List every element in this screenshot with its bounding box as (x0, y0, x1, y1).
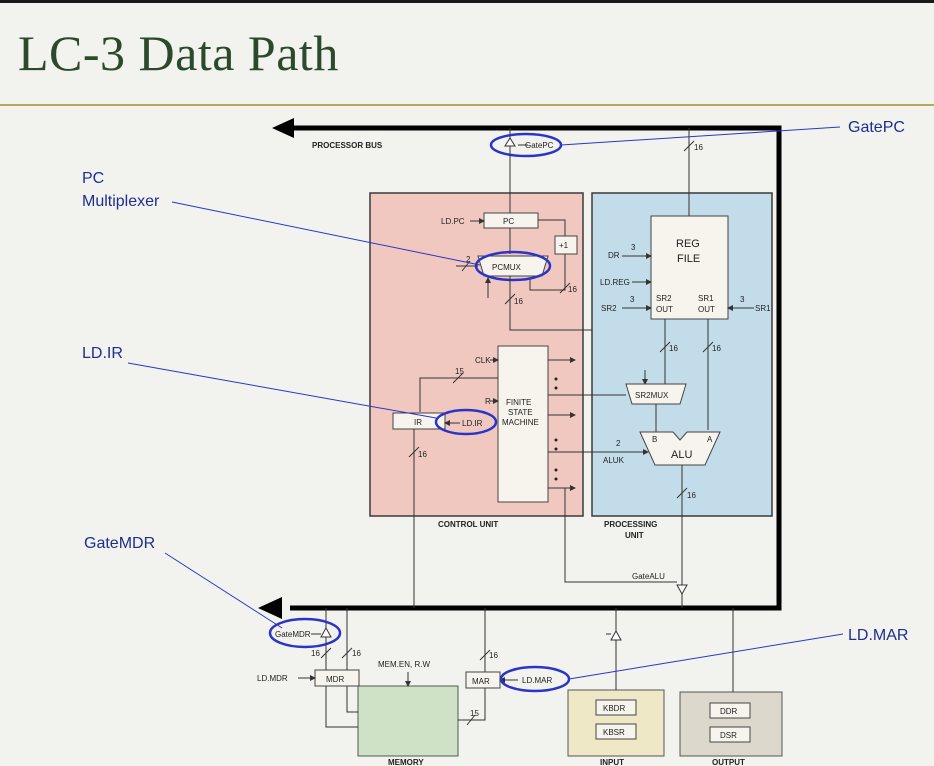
clk-signal: CLK (475, 356, 491, 365)
regfile-label-2: FILE (677, 253, 700, 265)
finite-state-machine (497, 345, 549, 503)
sr2out-label-2: OUT (656, 305, 673, 314)
dsr-label: DSR (720, 731, 737, 740)
control-unit-region (369, 192, 584, 517)
plus-one-label: +1 (559, 241, 569, 250)
gatemdr-highlight (268, 617, 342, 649)
annotation-gatepc-leader (560, 126, 841, 146)
annotation-ldir-leader (127, 362, 437, 419)
dr-width: 3 (631, 243, 636, 252)
mdr-up-width: 16 (311, 649, 320, 658)
ldreg-signal: LD.REG (600, 278, 630, 287)
mar-width: 16 (489, 651, 498, 660)
annotation-ldmar-leader (568, 633, 844, 680)
input-tristate (610, 629, 622, 641)
control-unit-label: CONTROL UNIT (438, 520, 498, 529)
annotation-gatemdr: GateMDR (84, 535, 155, 552)
processor-bus (290, 125, 782, 611)
r-signal: R (485, 397, 491, 406)
mdr-down-width: 16 (352, 649, 361, 658)
dsr-register (709, 726, 751, 743)
ldir-signal: LD.IR (462, 419, 483, 428)
annotation-gatepc: GatePC (848, 119, 905, 136)
mdr-label: MDR (326, 675, 344, 684)
fsm-label-3: MACHINE (502, 418, 539, 427)
output-region (679, 691, 783, 757)
sr1out-label-2: OUT (698, 305, 715, 314)
sr2mux (625, 383, 687, 405)
bus-width-label: 16 (694, 143, 703, 152)
ir-bus-width: 16 (418, 450, 427, 459)
sr2mux-label: SR2MUX (635, 391, 669, 400)
processing-unit-label-1: PROCESSING (604, 520, 657, 529)
fsm-label-2: STATE (508, 408, 533, 417)
sr1-signal: SR1 (755, 304, 771, 313)
top-border (0, 0, 934, 3)
output-label: OUTPUT (712, 758, 745, 766)
register-file (650, 215, 729, 320)
sr2out-label-1: SR2 (656, 294, 672, 303)
pcmux-label: PCMUX (492, 263, 522, 272)
gatemdr-tristate (320, 626, 332, 638)
dr-signal: DR (608, 251, 620, 260)
annotation-gatemdr-leader (164, 552, 283, 629)
sr2-signal: SR2 (601, 304, 617, 313)
kbdr-register (595, 699, 637, 716)
ir-fsm-width: 15 (455, 367, 464, 376)
input-label: INPUT (600, 758, 624, 766)
memenrw-signal: MEM.EN, R.W (378, 660, 430, 669)
ddr-label: DDR (720, 707, 738, 716)
aluk-signal: ALUK (603, 456, 625, 465)
ldmar-signal: LD.MAR (522, 676, 552, 685)
sr1-width: 3 (740, 295, 745, 304)
slide-title: LC-3 Data Path (18, 25, 339, 81)
gatealu-tristate (676, 584, 688, 596)
title-rule (0, 104, 934, 106)
regfile-label-1: REG (676, 238, 700, 250)
ir-label: IR (414, 418, 422, 427)
bus-arrow-bottom (258, 597, 282, 619)
ldmdr-signal: LD.MDR (257, 674, 288, 683)
alu-label: ALU (671, 449, 692, 461)
sr1out-label-1: SR1 (698, 294, 714, 303)
gatemdr-signal: GateMDR (275, 630, 311, 639)
sr2-width: 3 (630, 295, 635, 304)
plus-one-adder (554, 235, 578, 255)
alu-in-b: B (652, 435, 657, 444)
alu-in-a: A (707, 435, 713, 444)
sr2out-width: 16 (669, 344, 678, 353)
annotation-pc-mux-2: Multiplexer (82, 193, 160, 210)
sr1out-width: 16 (712, 344, 721, 353)
fsm-label-1: FINITE (506, 398, 531, 407)
bus-arrow-top (272, 118, 294, 138)
gatepc-tristate (504, 137, 516, 147)
aluk-width: 2 (616, 439, 621, 448)
memory-label: MEMORY (388, 758, 424, 766)
memory-region (357, 685, 459, 757)
pc-label: PC (503, 217, 514, 226)
annotation-pc-mux-1: PC (82, 170, 104, 187)
mar-mem-width: 15 (470, 709, 479, 718)
pcmux-in-width: 16 (514, 297, 523, 306)
ddr-register (709, 702, 751, 719)
pcmux-sel-width: 2 (466, 255, 471, 264)
processing-unit-label-2: UNIT (625, 531, 644, 540)
kbsr-label: KBSR (603, 728, 625, 737)
plus-one-width: 16 (568, 285, 577, 294)
ldpc-signal: LD.PC (441, 217, 465, 226)
alu (639, 431, 721, 466)
gatepc-signal: GatePC (525, 141, 554, 150)
annotation-pcmux-leader (171, 201, 481, 266)
mar-label: MAR (472, 677, 490, 686)
gatealu-signal: GateALU (632, 572, 665, 581)
processor-bus-label: PROCESSOR BUS (312, 141, 383, 150)
annotation-ldmar: LD.MAR (848, 627, 908, 644)
alu-out-width: 16 (687, 491, 696, 500)
annotation-ldir: LD.IR (82, 345, 123, 362)
kbdr-label: KBDR (603, 704, 625, 713)
kbsr-register (595, 723, 637, 740)
ldir-highlight (434, 408, 498, 436)
